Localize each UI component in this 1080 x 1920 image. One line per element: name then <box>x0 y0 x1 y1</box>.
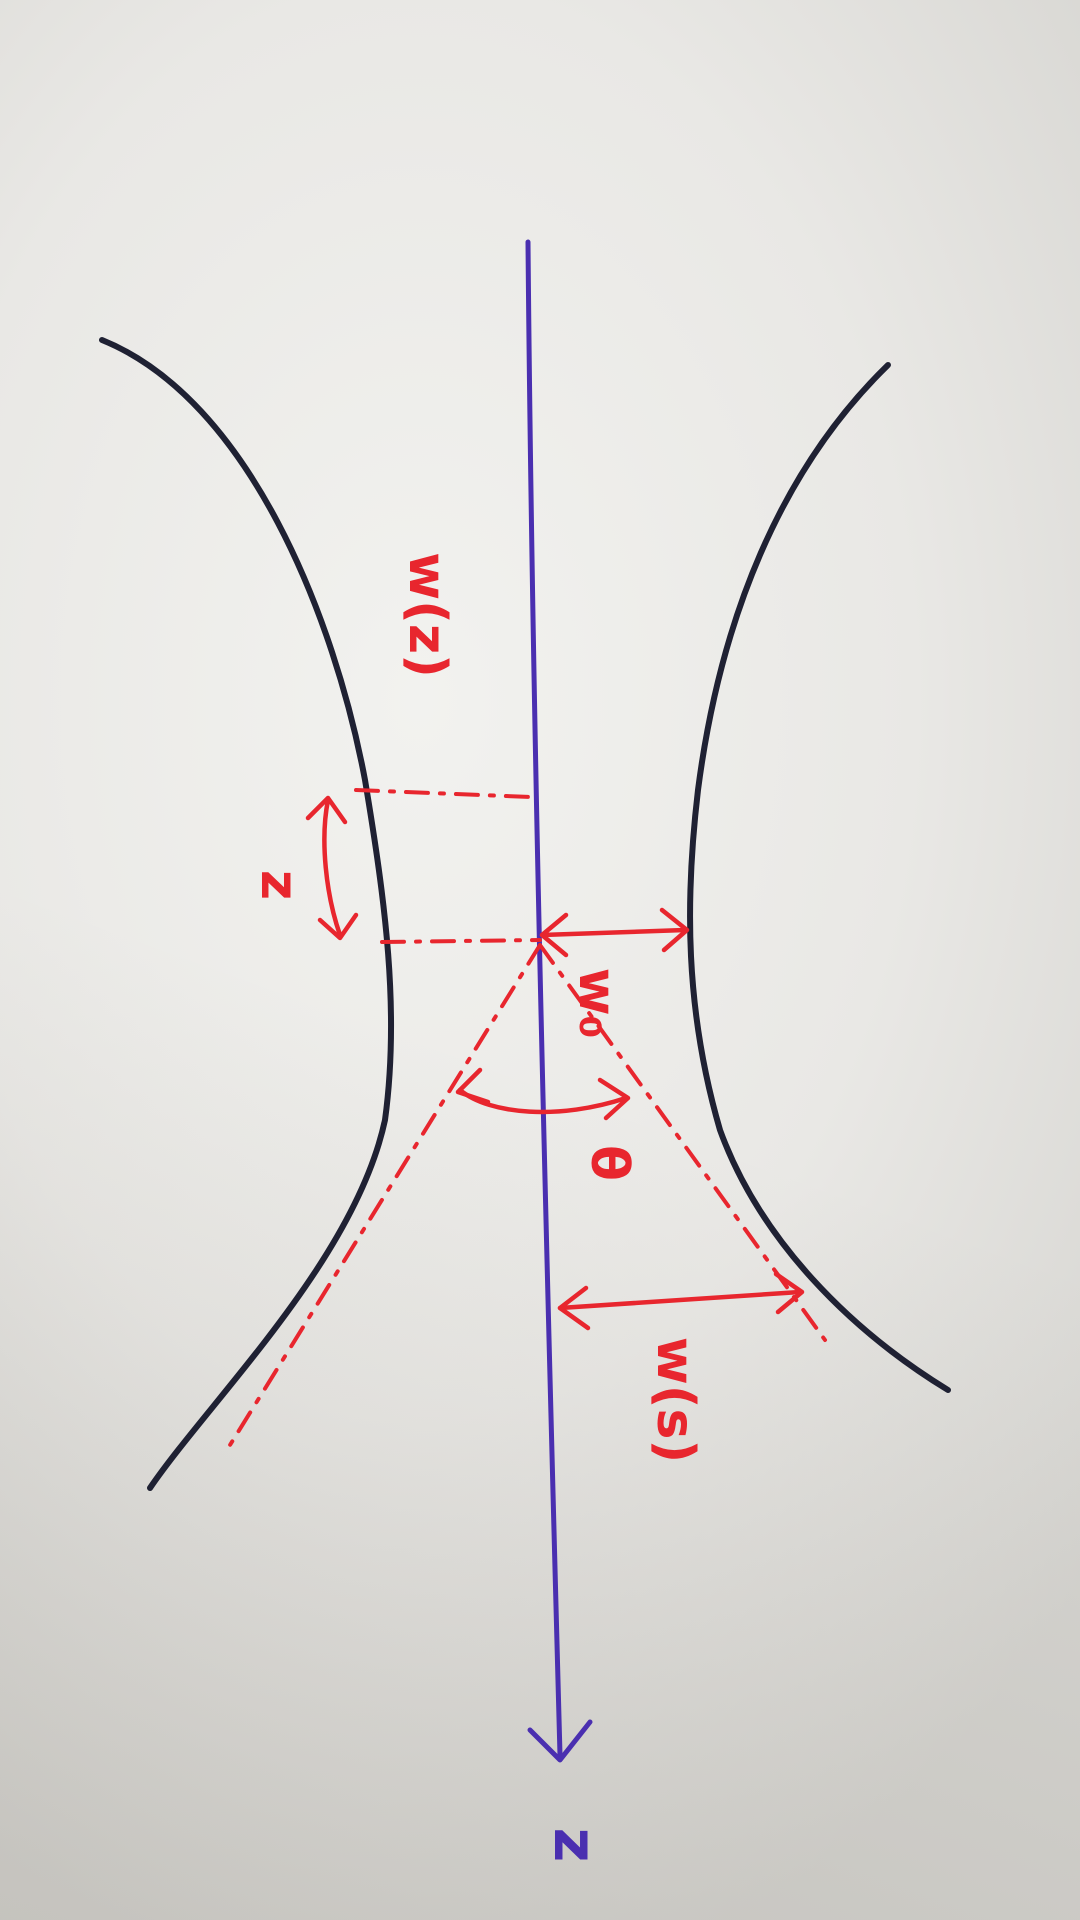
z-arrowhead-top <box>305 795 348 825</box>
w0-arrowhead-left <box>539 912 569 958</box>
w-z-reference-line <box>354 788 532 799</box>
ws-arrowhead-right <box>773 1271 805 1315</box>
beam-envelope-left <box>99 337 395 1491</box>
w0-label: w₀ <box>567 968 627 1039</box>
w0-arrowhead-right <box>659 907 690 953</box>
beam-envelope-right <box>687 362 951 1393</box>
z-distance-label: z <box>249 870 309 900</box>
waist-reference-line <box>380 938 542 944</box>
theta-label: θ <box>579 1145 639 1181</box>
z-arrowhead-bottom <box>317 912 359 941</box>
theta-arrowhead-left <box>455 1067 491 1105</box>
ws-arrow-line <box>557 1289 803 1311</box>
theta-arrowhead-right <box>597 1077 631 1121</box>
optical-axis-line <box>525 239 563 1758</box>
w-z-label: w(z) <box>397 552 457 678</box>
asymptote-left <box>228 943 542 1447</box>
z-arrow-line <box>322 797 343 938</box>
optical-axis-arrowhead <box>527 1719 593 1763</box>
axis-label: z <box>540 1828 610 1863</box>
ws-arrowhead-left <box>557 1285 591 1331</box>
w-s-label: w(s) <box>645 1337 705 1464</box>
w0-arrow-line <box>539 927 688 938</box>
